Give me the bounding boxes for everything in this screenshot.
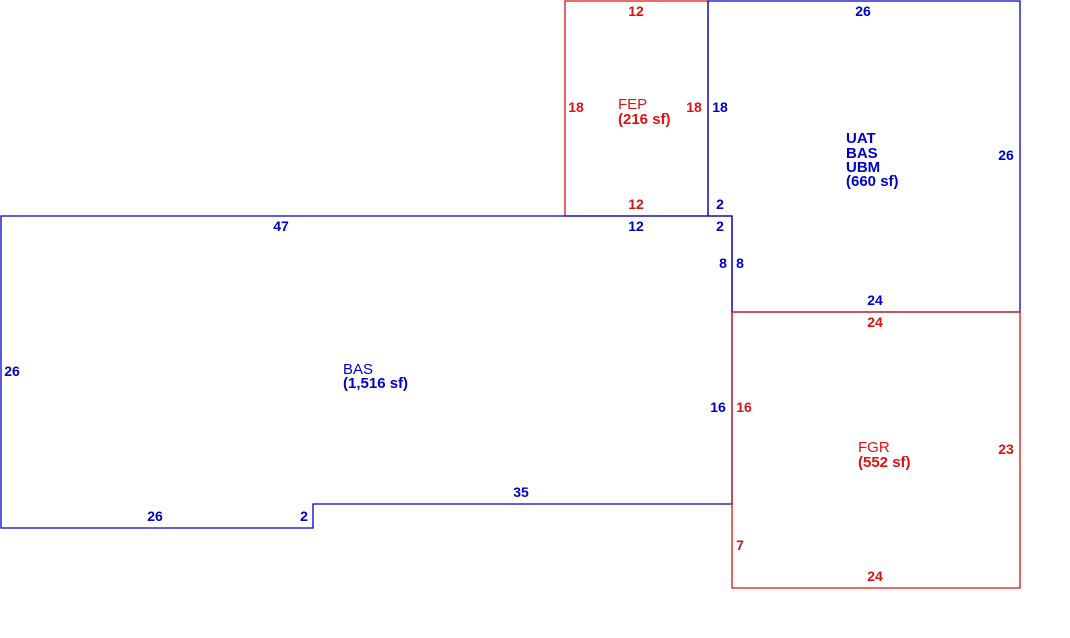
fgr-name: FGR (858, 439, 890, 456)
dim-uat-top: 26 (855, 3, 871, 19)
dim-bas-bottom-right: 35 (513, 484, 529, 500)
dim-fgr-left: 16 (736, 399, 752, 415)
dim-fep-top: 12 (628, 3, 644, 19)
dim-bas-step: 2 (716, 218, 724, 234)
dim-bas-right-lower: 16 (710, 399, 726, 415)
fgr-area: (552 sf) (858, 454, 911, 471)
dim-uat-left-lower: 8 (736, 255, 744, 271)
dim-bas-top-long: 47 (273, 218, 289, 234)
dim-fep-right: 18 (686, 99, 702, 115)
dim-bas-left: 26 (4, 363, 20, 379)
dim-uat-left-upper: 18 (712, 99, 728, 115)
uat-bas-name: BAS (846, 145, 878, 162)
fgr-outline (731, 311, 1021, 589)
bas-outline (0, 215, 733, 529)
dim-uat-right: 26 (998, 147, 1014, 163)
dim-uat-step-top: 2 (716, 196, 724, 212)
fep-name: FEP (618, 96, 647, 113)
dim-fgr-left-lower: 7 (736, 537, 744, 553)
dim-fgr-right: 23 (998, 441, 1014, 457)
dim-uat-bottom: 24 (867, 292, 883, 308)
bas-area: (1,516 sf) (343, 375, 408, 392)
bas-name: BAS (343, 361, 373, 378)
dim-bas-notch: 2 (300, 508, 308, 524)
uat-ubm-name: UBM (846, 159, 880, 176)
dim-fgr-top: 24 (867, 314, 883, 330)
dim-bas-bottom-left: 26 (147, 508, 163, 524)
dim-fgr-bottom: 24 (867, 568, 883, 584)
dim-fep-left: 18 (568, 99, 584, 115)
fep-area: (216 sf) (618, 111, 671, 128)
dim-fep-bottom: 12 (628, 196, 644, 212)
dim-bas-top-short: 12 (628, 218, 644, 234)
uat-name: UAT (846, 130, 876, 147)
uat-area: (660 sf) (846, 173, 899, 190)
dim-bas-right-upper: 8 (719, 255, 727, 271)
